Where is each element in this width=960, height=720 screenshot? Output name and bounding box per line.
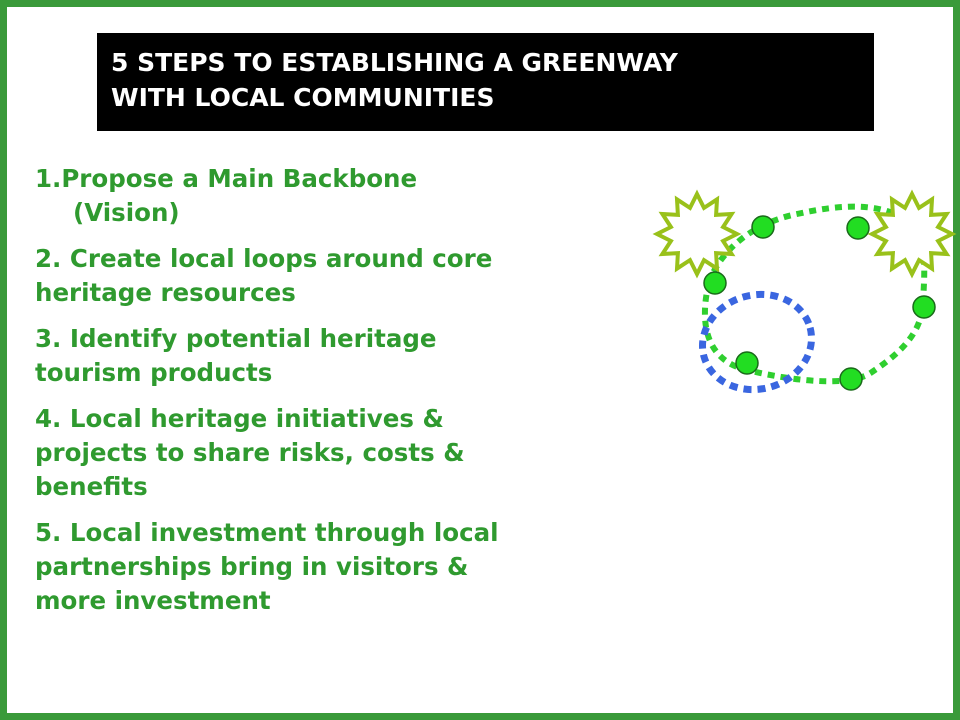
step-2-line-1: 2. Create local loops around core bbox=[35, 244, 493, 273]
step-5: 5. Local investment through local partne… bbox=[35, 516, 655, 618]
step-4-line-2: projects to share risks, costs & bbox=[35, 438, 465, 467]
step-4-line-1: 4. Local heritage initiatives & bbox=[35, 404, 444, 433]
step-1-line-2: (Vision) bbox=[73, 198, 180, 227]
greenway-diagram bbox=[652, 189, 957, 394]
step-5-line-3: more investment bbox=[35, 586, 271, 615]
circle-node-icon bbox=[735, 351, 759, 375]
step-2: 2. Create local loops around core herita… bbox=[35, 242, 655, 310]
circle-node-icon bbox=[912, 295, 936, 319]
step-4: 4. Local heritage initiatives & projects… bbox=[35, 402, 655, 504]
step-4-line-3: benefits bbox=[35, 472, 148, 501]
step-2-line-2: heritage resources bbox=[35, 278, 296, 307]
title-banner: 5 STEPS TO ESTABLISHING A GREENWAY WITH … bbox=[97, 33, 874, 131]
title-line-2: WITH LOCAL COMMUNITIES bbox=[111, 83, 495, 112]
starburst-icon bbox=[867, 189, 957, 279]
circle-node-icon bbox=[846, 216, 870, 240]
circle-node-icon bbox=[751, 215, 775, 239]
steps-list: 1.Propose a Main Backbone (Vision) 2. Cr… bbox=[35, 162, 655, 630]
step-3-line-1: 3. Identify potential heritage bbox=[35, 324, 437, 353]
step-3: 3. Identify potential heritage tourism p… bbox=[35, 322, 655, 390]
step-3-line-2: tourism products bbox=[35, 358, 273, 387]
title-line-1: 5 STEPS TO ESTABLISHING A GREENWAY bbox=[111, 48, 678, 77]
circle-node-icon bbox=[703, 271, 727, 295]
step-5-line-1: 5. Local investment through local bbox=[35, 518, 499, 547]
circle-node-icon bbox=[839, 367, 863, 391]
local-loop bbox=[698, 290, 816, 394]
starburst-icon bbox=[652, 189, 742, 279]
step-1-line-1: 1.Propose a Main Backbone bbox=[35, 164, 418, 193]
step-1: 1.Propose a Main Backbone (Vision) bbox=[35, 162, 655, 230]
step-5-line-2: partnerships bring in visitors & bbox=[35, 552, 469, 581]
